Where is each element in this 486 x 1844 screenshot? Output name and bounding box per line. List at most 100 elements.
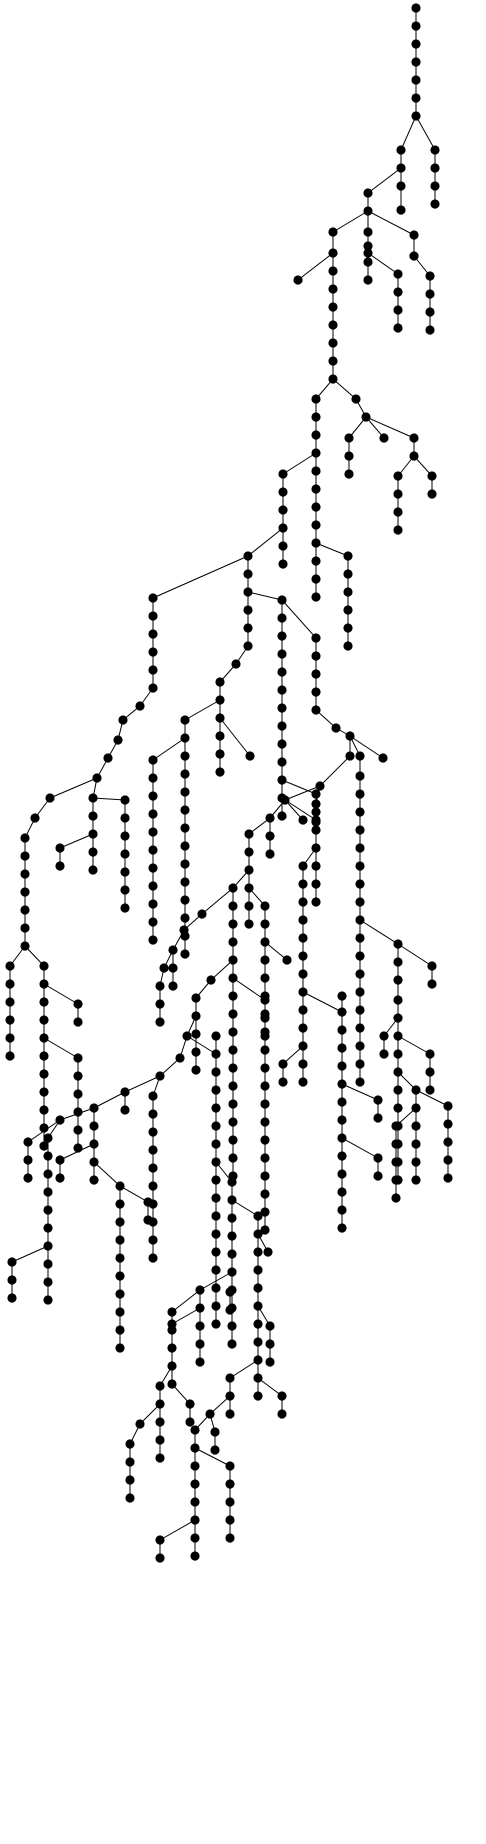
tree-edge	[359, 919, 399, 945]
tree-node	[363, 241, 373, 251]
tree-node	[125, 1457, 135, 1467]
tree-node	[167, 1307, 177, 1317]
tree-node	[228, 1153, 238, 1163]
tree-node	[148, 683, 158, 693]
tree-node	[277, 757, 287, 767]
tree-node	[148, 1127, 158, 1137]
tree-node	[39, 997, 49, 1007]
tree-node	[393, 995, 403, 1005]
tree-node	[190, 1533, 200, 1543]
tree-node	[20, 941, 30, 951]
tree-edge	[11, 1245, 49, 1263]
tree-node	[411, 1085, 421, 1095]
tree-edge	[247, 527, 284, 557]
tree-node	[227, 1177, 237, 1187]
tree-node	[311, 861, 321, 871]
tree-node	[228, 1135, 238, 1145]
tree-node	[243, 641, 253, 651]
tree-node	[343, 623, 353, 633]
tree-node	[211, 1139, 221, 1149]
tree-node	[120, 885, 130, 895]
tree-node	[355, 1059, 365, 1069]
tree-node	[311, 825, 321, 835]
tree-node	[277, 775, 287, 785]
tree-node	[277, 613, 287, 623]
tree-node	[363, 275, 373, 285]
tree-edge	[284, 785, 321, 801]
tree-node	[148, 827, 158, 837]
tree-node	[243, 587, 253, 597]
tree-node	[227, 1231, 237, 1241]
tree-node	[120, 849, 130, 859]
tree-node	[211, 1193, 221, 1203]
tree-node	[311, 484, 321, 494]
tree-node	[260, 973, 270, 983]
tree-node	[155, 1535, 165, 1545]
tree-node	[355, 1005, 365, 1015]
tree-node	[277, 703, 287, 713]
tree-node	[168, 945, 178, 955]
tree-node	[311, 556, 321, 566]
tree-node	[155, 1017, 165, 1027]
tree-node	[244, 847, 254, 857]
tree-node	[125, 1493, 135, 1503]
tree-node	[427, 979, 437, 989]
tree-node	[55, 843, 65, 853]
tree-node	[215, 713, 225, 723]
tree-node	[328, 248, 338, 258]
tree-node	[210, 1445, 220, 1455]
tree-node	[260, 1153, 270, 1163]
tree-node	[265, 831, 275, 841]
tree-node	[115, 1307, 125, 1317]
tree-node	[228, 1063, 238, 1073]
tree-node	[337, 1043, 347, 1053]
tree-node	[355, 1077, 365, 1087]
tree-node	[180, 751, 190, 761]
tree-node	[20, 887, 30, 897]
tree-node	[227, 1195, 237, 1205]
tree-node	[393, 1013, 403, 1023]
tree-node	[143, 1197, 153, 1207]
tree-node	[278, 505, 288, 515]
tree-node	[20, 833, 30, 843]
tree-edge	[281, 779, 317, 795]
tree-node	[7, 1257, 17, 1267]
tree-node	[265, 1339, 275, 1349]
tree-node	[155, 1071, 165, 1081]
tree-node	[311, 687, 321, 697]
tree-node	[115, 1181, 125, 1191]
tree-edge	[365, 416, 385, 439]
tree-node	[197, 909, 207, 919]
tree-node	[228, 883, 238, 893]
tree-node	[277, 595, 287, 605]
tree-node	[393, 287, 403, 297]
tree-edge	[247, 591, 283, 601]
tree-node	[73, 1125, 83, 1135]
tree-node	[430, 199, 440, 209]
tree-node	[148, 647, 158, 657]
tree-edge	[119, 1185, 149, 1203]
tree-node	[298, 1077, 308, 1087]
tree-node	[148, 1091, 158, 1101]
tree-node	[337, 1151, 347, 1161]
tree-node	[190, 1425, 200, 1435]
tree-node	[343, 605, 353, 615]
tree-node	[148, 1181, 158, 1191]
tree-node	[298, 1059, 308, 1069]
tree-edge	[171, 1307, 201, 1325]
tree-node	[260, 1013, 270, 1023]
tree-node	[278, 1059, 288, 1069]
tree-node	[363, 227, 373, 237]
tree-node	[337, 1223, 347, 1233]
tree-node	[7, 1275, 17, 1285]
tree-node	[355, 951, 365, 961]
tree-node	[211, 1229, 221, 1239]
tree-node	[39, 1051, 49, 1061]
tree-node	[253, 1337, 263, 1347]
tree-node	[211, 1319, 221, 1329]
tree-node	[225, 1515, 235, 1525]
tree-node	[277, 631, 287, 641]
tree-node	[393, 1049, 403, 1059]
tree-node	[253, 1355, 263, 1365]
tree-node	[244, 865, 254, 875]
